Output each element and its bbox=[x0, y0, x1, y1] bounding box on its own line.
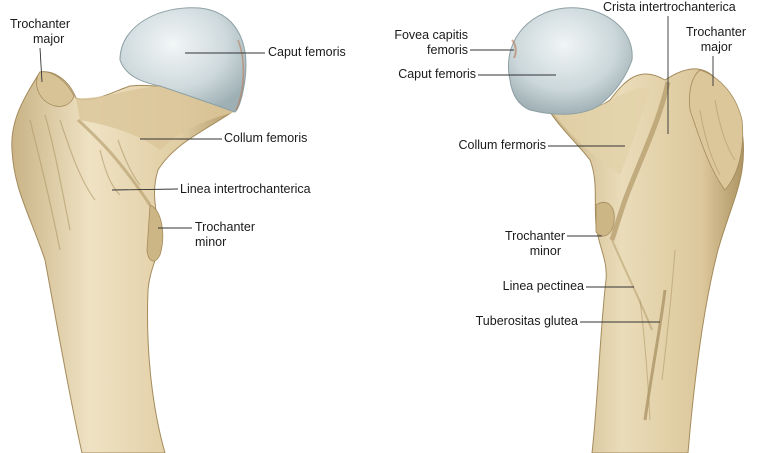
right-caput-femoris-shape bbox=[508, 7, 633, 115]
right-femur bbox=[508, 7, 744, 453]
label-right-tuberositas-glutea: Tuberositas glutea bbox=[475, 314, 578, 328]
label-left-caput-femoris: Caput femoris bbox=[268, 45, 346, 59]
label-right-linea-pectinea: Linea pectinea bbox=[502, 279, 584, 293]
left-bone-texture bbox=[29, 114, 141, 251]
label-line: Trochanter bbox=[10, 17, 70, 31]
left-caput-femoris-shape bbox=[119, 7, 247, 113]
label-left-linea-intertrochanterica: Linea intertrochanterica bbox=[180, 182, 311, 196]
label-line: Fovea capitis bbox=[394, 28, 468, 42]
left-linea-intertrochanterica-shape bbox=[76, 118, 152, 206]
label-right-trochanter-major: Trochanter major bbox=[670, 25, 746, 55]
left-femur-body bbox=[11, 71, 237, 453]
left-femur-neck bbox=[76, 86, 235, 150]
label-right-trochanter-minor: Trochanter minor bbox=[480, 229, 565, 259]
right-trochanter-minor-shape bbox=[595, 201, 615, 237]
label-line: minor bbox=[195, 235, 227, 249]
label-right-crista-intertrochanterica: Crista intertrochanterica bbox=[603, 0, 736, 14]
label-right-caput-femoris: Caput femoris bbox=[398, 67, 476, 81]
right-fovea-capitis-shape bbox=[511, 39, 517, 59]
label-line: Trochanter bbox=[195, 220, 255, 234]
label-line: major bbox=[33, 32, 65, 46]
right-trochanter-major-shape bbox=[689, 69, 744, 191]
label-line: Trochanter bbox=[505, 229, 565, 243]
right-tuberositas-glutea-shape bbox=[643, 289, 667, 421]
label-right-collum-fermoris: Collum fermoris bbox=[458, 138, 546, 152]
left-trochanter-minor-shape bbox=[146, 204, 164, 262]
label-line: Trochanter bbox=[686, 25, 746, 39]
right-linea-pectinea-shape bbox=[611, 239, 653, 331]
right-crista-intertrochanterica-shape bbox=[609, 81, 671, 241]
leader-left-linea-intertrochanterica bbox=[111, 188, 179, 191]
right-femur-body bbox=[539, 68, 744, 453]
label-line: femoris bbox=[427, 43, 468, 57]
left-trochanter-major-shape bbox=[36, 71, 75, 107]
label-left-collum-femoris: Collum femoris bbox=[224, 131, 308, 145]
right-bone-texture bbox=[639, 99, 736, 421]
left-femur bbox=[11, 7, 247, 453]
label-line: minor bbox=[529, 244, 561, 258]
label-left-trochanter-minor: Trochanter minor bbox=[195, 220, 255, 250]
label-line: major bbox=[700, 40, 732, 54]
label-left-trochanter-major: Trochanter major bbox=[10, 17, 70, 47]
leader-lines bbox=[39, 16, 714, 323]
leader-left-trochanter-major bbox=[39, 47, 43, 83]
label-right-fovea-capitis: Fovea capitis femoris bbox=[372, 28, 468, 58]
